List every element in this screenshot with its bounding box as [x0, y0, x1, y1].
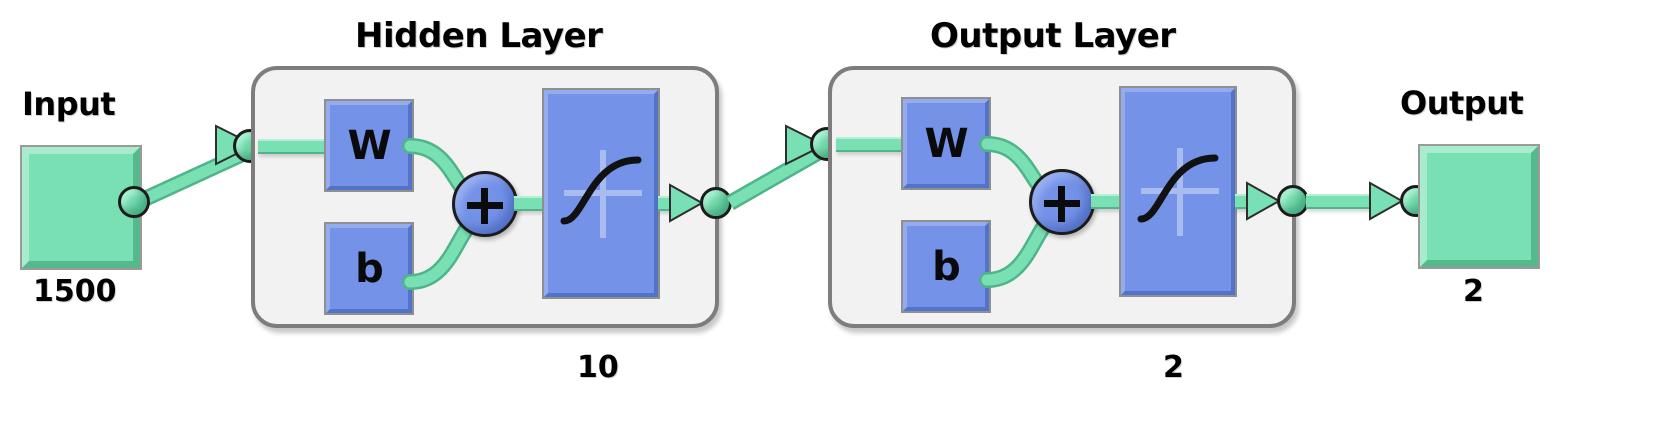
hidden-layer-neuron-count: 10 — [577, 350, 619, 385]
output-size-label: 2 — [1463, 274, 1484, 309]
hidden-output-arrow-icon — [669, 183, 705, 223]
input-port-dot — [118, 186, 150, 218]
output-cube-icon — [1418, 144, 1540, 269]
hidden-to-output-link — [726, 124, 832, 210]
hidden-sum-node — [452, 171, 518, 237]
hidden-sum-to-transfer-pipe — [514, 196, 546, 211]
output-sum-to-transfer-pipe — [1091, 194, 1123, 209]
output-weight-label: W — [924, 120, 968, 167]
output-transfer-function-block — [1119, 86, 1237, 297]
output-layer-output-dot — [1277, 185, 1309, 217]
output-bias-label: b — [932, 243, 961, 290]
output-input-pipe — [836, 137, 922, 152]
output-bias-block: b — [901, 220, 991, 313]
input-label: Input — [22, 85, 116, 123]
tansig-sigmoid-icon — [1137, 148, 1219, 236]
output-layer-exit-arrow-icon — [1246, 181, 1282, 221]
output-label: Output — [1400, 84, 1524, 122]
output-final-pipe — [1306, 194, 1376, 209]
hidden-weight-label: W — [347, 122, 391, 169]
input-size-label: 1500 — [33, 274, 117, 309]
output-layer-title: Output Layer — [930, 16, 1176, 56]
output-final-arrow-icon — [1369, 181, 1405, 221]
output-weight-block: W — [901, 97, 991, 190]
hidden-input-pipe — [258, 139, 344, 154]
tansig-sigmoid-icon — [560, 150, 642, 238]
hidden-weight-block: W — [324, 99, 414, 192]
output-layer-neuron-count: 2 — [1163, 350, 1184, 385]
hidden-bias-block: b — [324, 222, 414, 315]
hidden-bias-label: b — [355, 245, 384, 292]
hidden-layer-title: Hidden Layer — [355, 16, 603, 56]
output-sum-node — [1029, 169, 1095, 235]
hidden-transfer-function-block — [542, 88, 660, 299]
